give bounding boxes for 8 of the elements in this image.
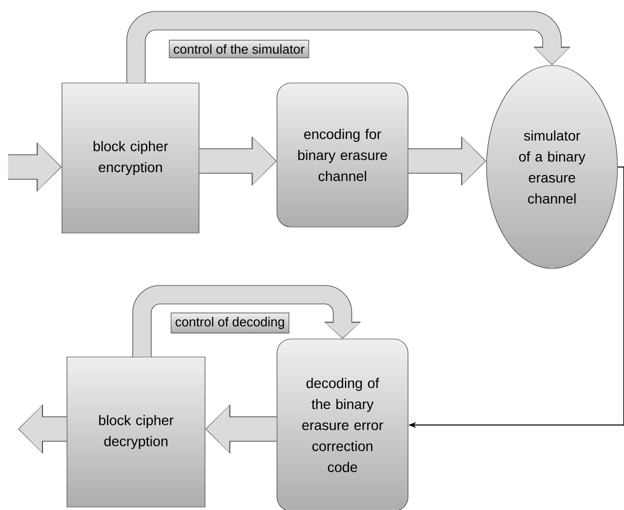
edge-label: control of the simulator bbox=[168, 40, 310, 58]
process-box: block cipher decryption bbox=[66, 356, 206, 508]
edge-label: control of decoding bbox=[170, 312, 290, 334]
process-box: block cipher encryption bbox=[62, 82, 200, 234]
curved-block-arrow bbox=[132, 285, 361, 357]
rounded-process-box: decoding of the binary erasure error correction code bbox=[276, 338, 408, 510]
curved-block-arrow bbox=[126, 11, 571, 83]
rounded-process-box: encoding for binary erasure channel bbox=[276, 82, 408, 228]
